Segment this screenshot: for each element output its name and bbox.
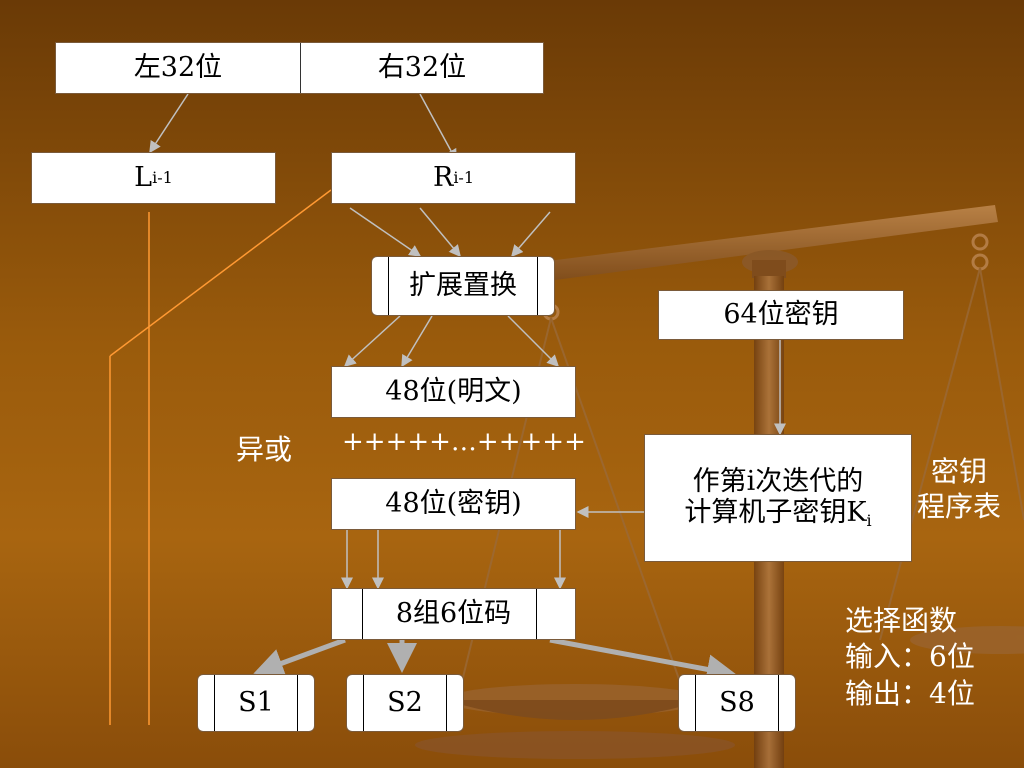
schedule-line2: 程序表	[917, 490, 1002, 523]
arrow-right32-to-r	[419, 93, 457, 162]
subkey-line2-sub: i	[866, 510, 872, 530]
arrow-group-to-s8	[549, 637, 737, 685]
key64-label: 64位密钥	[723, 299, 839, 331]
left32-label: 左32位	[133, 52, 223, 84]
l-sub: i-1	[152, 167, 173, 187]
key48-label: 48位(密钥)	[385, 488, 522, 520]
l-main: L	[134, 162, 153, 194]
sbox-s2: S2	[346, 674, 464, 732]
arrow-expand-to-plain-1	[343, 315, 401, 368]
plain48-box: 48位(明文)	[331, 366, 576, 418]
subkey-line2-main: 计算机子密钥K	[684, 496, 867, 528]
r-main: R	[432, 162, 454, 194]
arrow-r-to-expand-3	[511, 211, 551, 258]
s2-label: S2	[387, 687, 423, 719]
group-8x6-box: 8组6位码	[331, 588, 576, 640]
sbox-s8: S8	[678, 674, 796, 732]
sel-line2: 输入：6位	[845, 640, 975, 674]
key64-box: 64位密钥	[658, 290, 904, 340]
group-label: 8组6位码	[395, 598, 512, 630]
arrow-group-to-s1	[253, 637, 346, 678]
arrow-r-to-expand-2	[419, 207, 461, 258]
arrow-left32-to-l	[149, 93, 189, 154]
arrow-expand-to-plain-3	[507, 315, 560, 368]
r-sub: i-1	[453, 167, 475, 187]
s1-label: S1	[238, 687, 274, 719]
subkey-box: 作第i次迭代的 计算机子密钥Ki	[644, 434, 912, 562]
key48-box: 48位(密钥)	[331, 478, 576, 530]
right32-label: 右32位	[377, 52, 467, 84]
schedule-line1: 密钥	[931, 455, 988, 488]
s8-label: S8	[719, 687, 755, 719]
sel-line3: 输出：4位	[845, 676, 975, 710]
sel-line1: 选择函数	[845, 604, 958, 637]
orange-line-r-diagonal	[109, 189, 332, 357]
split-divider	[300, 43, 301, 93]
xor-label: 异或	[236, 433, 293, 466]
selection-function-note: 选择函数 输入：6位 输出：4位	[845, 603, 975, 712]
key-schedule-label: 密钥 程序表	[917, 454, 1001, 524]
xor-marks: +++++…+++++	[342, 427, 586, 457]
arrow-r-to-expand-1	[349, 207, 422, 257]
expansion-permutation-box: 扩展置换	[371, 256, 555, 316]
sbox-s1: S1	[197, 674, 315, 732]
arrow-expand-to-plain-2	[401, 315, 433, 368]
subkey-line1: 作第i次迭代的	[692, 465, 864, 497]
subkey-line2: 计算机子密钥Ki	[684, 497, 871, 530]
expand-label: 扩展置换	[409, 270, 517, 302]
block-64bit-split: 左32位 右32位	[55, 42, 544, 94]
plain48-label: 48位(明文)	[385, 376, 522, 408]
